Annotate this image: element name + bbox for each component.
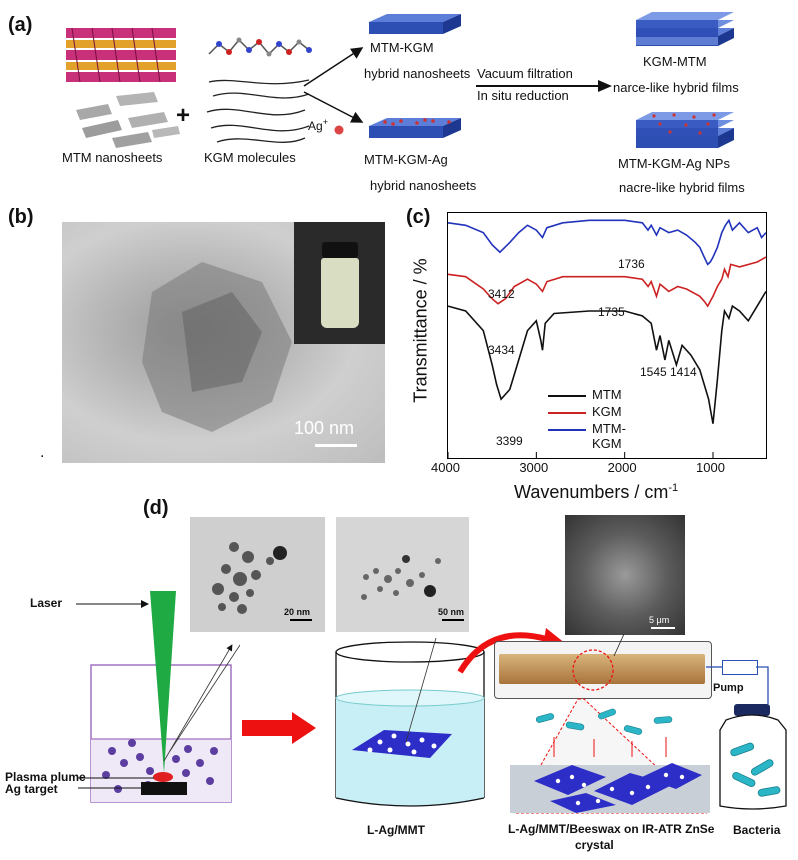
annotation-3399: 3399 xyxy=(496,434,523,448)
x-tick-2000: 2000 xyxy=(607,460,637,475)
branch-arrows xyxy=(303,47,364,123)
atr-to-sem-line xyxy=(613,633,625,657)
atr-crystal xyxy=(499,654,705,684)
ag-ion-sup: + xyxy=(322,117,328,127)
ftir-plot-svg xyxy=(447,218,767,458)
annotation-1736: 1736 xyxy=(618,257,645,271)
atr-crystal-highlight xyxy=(572,649,614,691)
legend-swatch-kgm xyxy=(548,412,586,414)
annotation-3434: 3434 xyxy=(488,343,515,357)
scale-bar-50nm xyxy=(442,619,464,621)
panel-b-dot: . xyxy=(40,444,45,461)
kgm-molecule-structure xyxy=(208,37,312,57)
legend-label-mtm-kgm: MTM-KGM xyxy=(592,421,626,451)
kgm-molecules-label: KGM molecules xyxy=(204,150,296,165)
scale-label-50nm: 50 nm xyxy=(438,607,465,617)
legend-label-kgm: KGM xyxy=(592,404,622,419)
panel-b-tag: (b) xyxy=(8,206,34,228)
tem-image-nanosheet: 100 nm xyxy=(62,222,385,463)
mtm-kgm-sheet-icon xyxy=(369,14,461,34)
mtm-crystal-structure xyxy=(66,27,176,83)
ftir-plot: 1736 3412 1735 3434 1545 1414 3399 MTM K… xyxy=(447,212,767,459)
kgm-molecules-icon xyxy=(206,79,310,143)
ftir-x-ticks: 4000 3000 2000 1000 xyxy=(431,460,765,478)
ag-ion-text: Ag xyxy=(308,119,323,133)
mtm-kgm-ag-title: MTM-KGM-Ag xyxy=(364,152,448,167)
particles-20nm xyxy=(212,542,287,614)
kgm-mtm-film-title: KGM-MTM xyxy=(643,54,707,69)
annotation-1735: 1735 xyxy=(598,305,625,319)
kgm-mtm-film-subtitle: narce-like hybrid films xyxy=(613,80,739,95)
process-vacuum-filtration: Vacuum filtration xyxy=(477,66,573,81)
plasma-plume-label: Plasma plume xyxy=(5,770,86,784)
ag-ion-dot xyxy=(334,125,344,135)
legend-swatch-mtm-kgm xyxy=(548,429,586,431)
tem-image-20nm: 20 nm xyxy=(190,517,325,632)
mtm-kgm-ag-film-title: MTM-KGM-Ag NPs xyxy=(618,156,730,171)
beaker xyxy=(335,638,485,807)
scale-label-5um: 5 μm xyxy=(649,615,670,625)
vial-body xyxy=(321,258,359,328)
zoomed-sheets xyxy=(510,698,710,814)
ftir-y-axis-label: Transmittance / % xyxy=(410,258,431,403)
laser-label: Laser xyxy=(30,596,63,610)
panel-a-tag: (a) xyxy=(8,14,33,36)
mtm-kgm-ag-film-stack xyxy=(636,112,734,148)
process-in-situ-reduction: In situ reduction xyxy=(477,88,569,103)
scale-bar-20nm xyxy=(290,619,312,621)
scale-bar xyxy=(315,444,357,447)
scale-bar-label: 100 nm xyxy=(294,418,355,438)
annotation-1414: 1414 xyxy=(670,365,697,379)
ftir-x-axis-sup: -1 xyxy=(668,482,679,494)
scale-bar-5um xyxy=(651,627,675,629)
mtm-nanosheets-icon xyxy=(76,92,180,148)
pump-label: Pump xyxy=(713,682,744,694)
particles-50nm xyxy=(361,555,441,600)
vial-inset xyxy=(294,222,385,344)
nanosheet-shape xyxy=(142,262,292,432)
tem-image-50nm: 50 nm xyxy=(336,517,469,632)
ftir-x-axis-text: Wavenumbers / cm xyxy=(514,482,669,502)
x-tick-3000: 3000 xyxy=(519,460,549,475)
legend-swatch-mtm xyxy=(548,395,586,397)
laser-setup xyxy=(76,591,240,803)
x-tick-1000: 1000 xyxy=(696,460,725,475)
process-red-arrow xyxy=(242,712,316,744)
mtm-kgm-title: MTM-KGM xyxy=(370,40,434,55)
panel-c-tag: (c) xyxy=(406,206,431,228)
panel-d-tag: (d) xyxy=(143,497,169,519)
crystal-label-line1: L-Ag/MMT/Beeswax on IR-ATR ZnSe xyxy=(508,822,715,836)
mtm-kgm-ag-film-subtitle: nacre-like hybrid films xyxy=(619,180,745,195)
mtm-kgm-subtitle: hybrid nanosheets xyxy=(364,66,471,81)
pump-tubing xyxy=(706,666,769,704)
ftir-x-axis-label: Wavenumbers / cm-1 xyxy=(514,482,678,503)
crystal-label-line2: crystal xyxy=(575,838,614,852)
ag-ion-label: Ag+ xyxy=(308,117,328,133)
ag-target-label: Ag target xyxy=(5,782,58,796)
bacteria-bottle xyxy=(719,704,787,810)
kgm-mtm-film-stack xyxy=(636,12,734,46)
legend-label-mtm: MTM xyxy=(592,387,622,402)
series-line-mtm xyxy=(447,290,767,424)
series-line-mtm-kgm xyxy=(447,218,767,266)
sem-image-5um: 5 μm xyxy=(565,515,685,635)
annotation-3412: 3412 xyxy=(488,287,515,301)
bacteria-label: Bacteria xyxy=(733,823,781,837)
mtm-kgm-ag-sheet-icon xyxy=(369,118,461,138)
series-line-kgm xyxy=(447,256,767,308)
mtm-nanosheets-label: MTM nanosheets xyxy=(62,150,163,165)
plus-sign: + xyxy=(176,102,191,129)
x-tick-4000: 4000 xyxy=(431,460,460,475)
vial-cap xyxy=(322,242,358,258)
beaker-label: L-Ag/MMT xyxy=(367,823,425,837)
annotation-1545: 1545 xyxy=(640,365,667,379)
atr-crystal-box xyxy=(494,641,712,699)
scale-label-20nm: 20 nm xyxy=(284,607,311,617)
process-arrow xyxy=(476,80,612,92)
mtm-kgm-ag-subtitle: hybrid nanosheets xyxy=(370,178,477,193)
